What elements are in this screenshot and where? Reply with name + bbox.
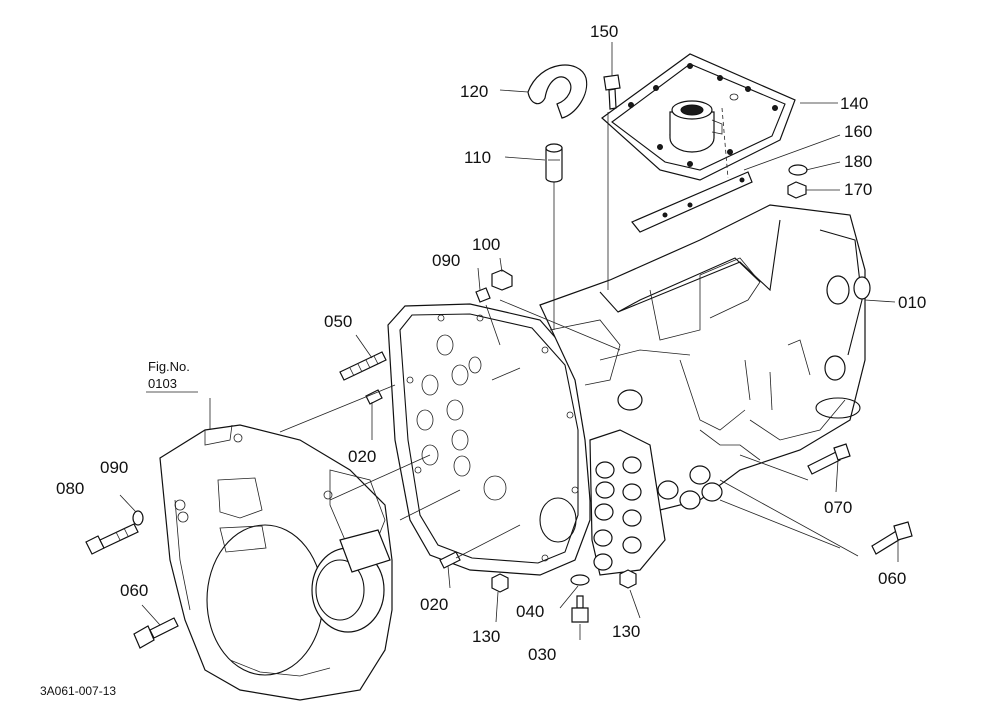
label-100: 100	[472, 235, 500, 254]
stud-050	[339, 351, 387, 381]
figref-number: 0103	[148, 376, 177, 391]
front-housing	[159, 424, 393, 701]
transmission-case	[539, 204, 871, 576]
pin-part	[545, 143, 563, 183]
washer-090-upper	[475, 287, 491, 303]
bolt-080	[85, 523, 139, 555]
label-020-upper: 020	[348, 447, 376, 466]
label-150: 150	[590, 22, 618, 41]
part-labels: 010 020 020 030 040 050 060 060 070 080 …	[40, 22, 926, 698]
label-090-upper: 090	[432, 251, 460, 270]
label-130-left: 130	[472, 627, 500, 646]
washer-090-lower	[132, 510, 144, 526]
dowel-020-upper	[365, 389, 383, 405]
label-030: 030	[528, 645, 556, 664]
washer-180	[788, 164, 808, 176]
cover-gasket	[631, 171, 753, 233]
label-060-right: 060	[878, 569, 906, 588]
nut-170	[787, 181, 807, 199]
label-060-left: 060	[120, 581, 148, 600]
label-080: 080	[56, 479, 84, 498]
label-110: 110	[464, 148, 491, 167]
label-140: 140	[840, 94, 868, 113]
label-130-right: 130	[612, 622, 640, 641]
label-120: 120	[460, 82, 488, 101]
bolt-150	[603, 74, 621, 110]
label-010: 010	[898, 293, 926, 312]
hook-part	[527, 64, 588, 119]
label-170: 170	[844, 180, 872, 199]
dowel-020-lower	[439, 551, 461, 569]
plug-030	[571, 595, 589, 623]
fitting-060-right	[871, 521, 913, 555]
fitting-070	[807, 443, 851, 475]
alignment-lines	[279, 112, 859, 559]
drawing-code: 3A061-007-13	[40, 684, 116, 698]
label-050: 050	[324, 312, 352, 331]
figref-title: Fig.No.	[148, 359, 190, 374]
plug-130-left	[491, 573, 509, 593]
top-cover	[601, 53, 796, 181]
label-180: 180	[844, 152, 872, 171]
label-020-lower: 020	[420, 595, 448, 614]
bolt-060-left	[133, 617, 179, 649]
label-040: 040	[516, 602, 544, 621]
plug-130-right	[619, 569, 637, 589]
nut-100	[491, 269, 513, 291]
washer-040	[570, 574, 590, 586]
flange-gasket	[387, 303, 591, 576]
label-070: 070	[824, 498, 852, 517]
leader-lines	[119, 42, 899, 640]
label-090-lower: 090	[100, 458, 128, 477]
label-160: 160	[844, 122, 872, 141]
